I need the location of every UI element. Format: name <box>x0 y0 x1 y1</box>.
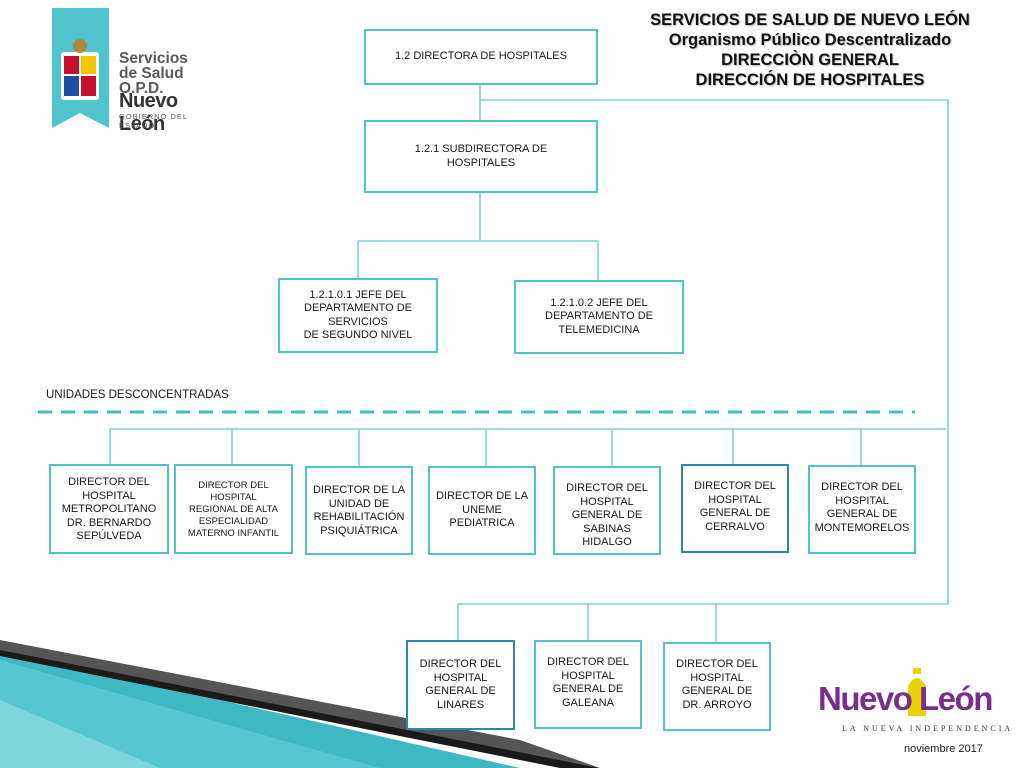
node-rehabilitacion-psiquiatrica: DIRECTOR DE LA UNIDAD DE REHABILITACIÓN … <box>305 466 413 555</box>
logo-nuevo-leon: Nuevo León LA NUEVA INDEPENDENCIA <box>818 668 1010 748</box>
node-subdirectora-hospitales: 1.2.1 SUBDIRECTORA DE HOSPITALES <box>364 120 598 193</box>
page-header: SERVICIOS DE SALUD DE NUEVO LEÓN Organis… <box>600 10 1020 90</box>
node-jefe-segundo-nivel: 1.2.1.0.1 JEFE DEL DEPARTAMENTO DE SERVI… <box>278 278 438 353</box>
node-hospital-sabinas-hidalgo: DIRECTOR DEL HOSPITAL GENERAL DE SABINAS… <box>553 466 661 555</box>
header-line-4: DIRECCIÓN DE HOSPITALES <box>695 71 925 89</box>
units-label: UNIDADES DESCONCENTRADAS <box>46 389 229 401</box>
date-label: noviembre 2017 <box>904 743 983 755</box>
node-hospital-materno-infantil: DIRECTOR DEL HOSPITAL REGIONAL DE ALTA E… <box>174 464 293 554</box>
node-hospital-galeana: DIRECTOR DEL HOSPITAL GENERAL DE GALEANA <box>534 640 642 729</box>
node-hospital-cerralvo: DIRECTOR DEL HOSPITAL GENERAL DE CERRALV… <box>681 464 789 553</box>
decorative-swoosh <box>0 640 600 768</box>
brand-wordmark: Nuevo León <box>818 680 993 717</box>
node-hospital-linares: DIRECTOR DEL HOSPITAL GENERAL DE LINARES <box>406 640 515 730</box>
shield-ribbon-icon <box>52 8 109 128</box>
header-line-2: Organismo Público Descentralizado <box>668 31 952 49</box>
node-directora-hospitales: 1.2 DIRECTORA DE HOSPITALES <box>364 29 598 85</box>
node-hospital-metropolitano: DIRECTOR DEL HOSPITAL METROPOLITANO DR. … <box>49 464 169 554</box>
node-hospital-dr-arroyo: DIRECTOR DEL HOSPITAL GENERAL DE DR. ARR… <box>663 642 771 731</box>
logo-line-1: Servicios <box>119 50 188 67</box>
logo-line-2: de Salud O.P.D. <box>119 65 184 97</box>
logo-line-3: Nuevo León <box>119 90 178 135</box>
logo-servicios-salud: Servicios de Salud O.P.D. Nuevo León GOB… <box>52 8 227 135</box>
node-hospital-montemorelos: DIRECTOR DEL HOSPITAL GENERAL DE MONTEMO… <box>808 465 916 554</box>
bell-icon <box>908 668 926 716</box>
node-uneme-pediatrica: DIRECTOR DE LA UNEME PEDIATRICA <box>428 466 536 555</box>
header-line-3: DIRECCIÒN GENERAL <box>721 51 899 69</box>
brand-tagline: LA NUEVA INDEPENDENCIA <box>842 724 1014 733</box>
header-line-1: SERVICIOS DE SALUD DE NUEVO LEÓN <box>650 11 970 29</box>
logo-line-4: GOBIERNO DEL ESTADO <box>119 112 188 130</box>
node-jefe-telemedicina: 1.2.1.0.2 JEFE DEL DEPARTAMENTO DE TELEM… <box>514 280 684 354</box>
